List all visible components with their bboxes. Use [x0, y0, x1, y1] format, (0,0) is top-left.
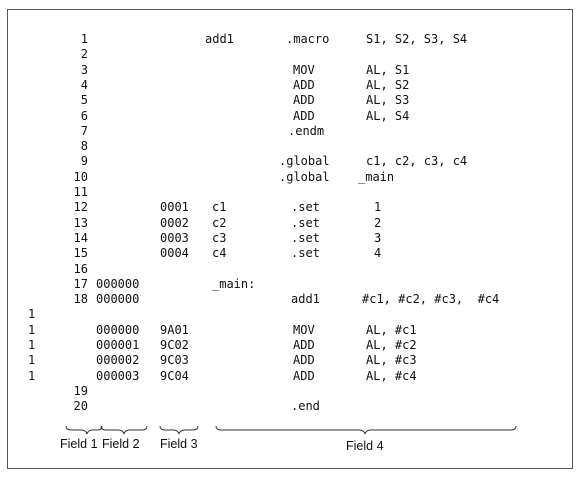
listing-line: 18 [73, 292, 88, 307]
field3-brace [159, 425, 199, 435]
listing-rep: 1 [28, 322, 36, 337]
listing-line: 3 [80, 62, 88, 77]
listing-op: .global [279, 169, 330, 184]
listing-line: 1 [80, 32, 88, 46]
listing-op: .set [291, 200, 320, 215]
listing-args: 2 [374, 215, 382, 230]
listing-rep: 1 [28, 353, 36, 368]
listing-line: 6 [80, 108, 88, 123]
listing-frame [7, 9, 573, 469]
listing-addr: 000003 [96, 368, 140, 383]
listing-op: .set [291, 230, 320, 245]
listing-args: 4 [374, 246, 382, 261]
listing-args: AL, #c2 [366, 338, 417, 352]
listing-label: c4 [212, 246, 227, 261]
listing-args: AL, S1 [366, 62, 410, 77]
listing-op: .end [291, 399, 320, 414]
field1-label: Field 1 [60, 437, 98, 451]
listing-args: AL, #c4 [366, 368, 417, 383]
listing-line: 8 [80, 139, 88, 154]
field4-brace [215, 425, 517, 435]
listing-label: _main: [212, 276, 256, 291]
listing-label: c1 [212, 200, 227, 215]
listing-op: .global [279, 154, 330, 169]
listing-args: 3 [374, 230, 382, 245]
listing-line: 19 [73, 383, 88, 398]
listing-addr: 000002 [96, 353, 140, 368]
listing-line: 12 [73, 200, 88, 215]
listing-args: _main [358, 169, 395, 184]
listing-rep: 1 [28, 368, 36, 383]
listing-args: AL, #c1 [366, 322, 417, 337]
field4-label: Field 4 [346, 439, 384, 453]
listing-args: 1 [374, 200, 382, 215]
listing-code: 9C04 [160, 368, 189, 383]
listing-line: 16 [73, 261, 88, 276]
listing-line: 2 [80, 47, 88, 62]
listing-op: ADD [293, 77, 315, 92]
listing-code: 9C02 [160, 338, 189, 352]
listing-line: 11 [73, 185, 88, 199]
listing-op: .endm [288, 123, 325, 138]
listing-code: 0003 [160, 230, 189, 245]
listing-args: #c1, #c2, #c3, #c4 [362, 292, 500, 307]
listing-addr: 000000 [96, 322, 140, 337]
listing-args: S1, S2, S3, S4 [366, 32, 468, 46]
listing-code: 9C03 [160, 353, 189, 368]
field2-brace [100, 425, 148, 435]
listing-op: .set [291, 215, 320, 230]
listing-args: AL, S3 [366, 93, 410, 108]
listing-line: 9 [80, 154, 88, 169]
listing-op: ADD [293, 338, 315, 352]
listing-addr: 000000 [96, 276, 140, 291]
listing-line: 5 [80, 93, 88, 108]
listing-line: 10 [73, 169, 88, 184]
listing-line: 20 [73, 399, 88, 414]
listing-op: ADD [293, 108, 315, 123]
listing-op: .macro [286, 32, 330, 46]
field3-label: Field 3 [160, 437, 198, 451]
listing-label: c2 [212, 215, 227, 230]
listing-addr: 000000 [96, 292, 140, 307]
listing-op: ADD [293, 368, 315, 383]
listing-line: 4 [80, 77, 88, 92]
listing-code: 9A01 [160, 322, 189, 337]
field2-label: Field 2 [102, 437, 140, 451]
listing-addr: 000001 [96, 338, 140, 352]
listing-code: 0002 [160, 215, 189, 230]
listing-op: .set [291, 246, 320, 261]
listing-line: 15 [73, 246, 88, 261]
listing-label: add1 [205, 32, 234, 46]
field1-brace [65, 425, 103, 435]
listing-op: add1 [291, 292, 320, 307]
listing-rep: 1 [28, 338, 36, 352]
listing-line: 17 [73, 276, 88, 291]
listing-args: AL, #c3 [366, 353, 417, 368]
listing-op: MOV [293, 62, 315, 77]
listing-args: AL, S2 [366, 77, 410, 92]
listing-op: ADD [293, 93, 315, 108]
listing-line: 14 [73, 230, 88, 245]
listing-label: c3 [212, 230, 227, 245]
listing-line: 7 [80, 123, 88, 138]
listing-code: 0004 [160, 246, 189, 261]
listing-args: AL, S4 [366, 108, 410, 123]
listing-op: MOV [293, 322, 315, 337]
listing-line: 13 [73, 215, 88, 230]
listing-args: c1, c2, c3, c4 [366, 154, 468, 169]
listing-code: 0001 [160, 200, 189, 215]
listing-op: ADD [293, 353, 315, 368]
listing-rep: 1 [28, 307, 36, 322]
